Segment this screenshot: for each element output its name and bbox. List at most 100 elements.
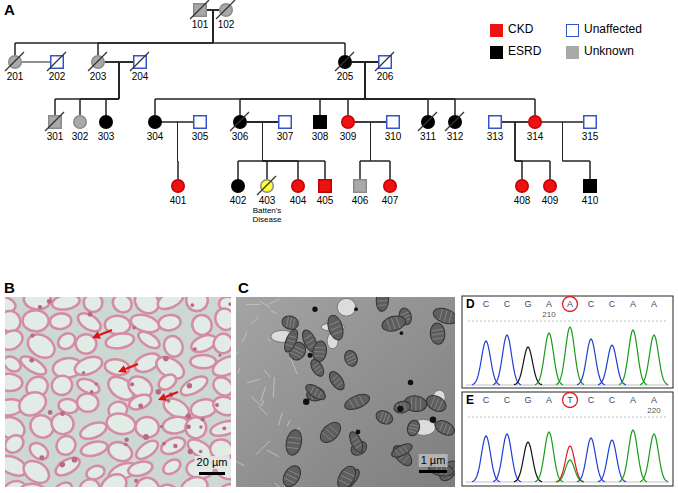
symbol-circle [9, 56, 22, 69]
pedigree-circle: 312 [448, 115, 462, 129]
mitochondrion-body [280, 463, 304, 487]
individual-id: 404 [290, 195, 307, 207]
individual-id: 102 [218, 19, 235, 31]
tubule [161, 333, 186, 360]
pedigree-line [55, 62, 119, 115]
crista [430, 396, 436, 406]
tubule [210, 373, 231, 399]
symbol-square [489, 116, 502, 129]
crista [329, 321, 340, 325]
pedigree-symbol [193, 3, 207, 17]
trace-peak [598, 345, 626, 385]
symbol-square [319, 180, 332, 193]
dense-granule [430, 416, 436, 422]
tubule [104, 357, 131, 376]
fibre [242, 332, 247, 342]
tubule [178, 474, 210, 487]
crista [287, 446, 299, 449]
trace-peak [514, 347, 542, 385]
mitochondrion-body [424, 392, 449, 415]
individual-id: 313 [487, 131, 504, 143]
mitochondrion-body [433, 418, 455, 439]
base-call: A [630, 395, 636, 405]
pedigree-line [247, 122, 325, 179]
pedigree-line [563, 122, 591, 179]
pedigree-symbol [8, 55, 22, 69]
pedigree-symbol [353, 179, 367, 193]
mitochondrion-body [374, 408, 395, 427]
crista [353, 441, 360, 445]
crista [333, 378, 340, 383]
pedigree-line [155, 62, 365, 115]
base-call: G [524, 299, 531, 309]
individual-id: 401 [170, 195, 187, 207]
pedigree-circle: 203 [91, 55, 105, 69]
panel-letter: A [4, 1, 15, 18]
tubule [18, 353, 49, 378]
tubule [19, 483, 46, 487]
nucleus [130, 382, 134, 386]
crista [351, 437, 358, 441]
pedigree-line [106, 62, 133, 115]
tubule [51, 297, 81, 312]
tubule [49, 410, 76, 436]
base-call: A [567, 299, 573, 309]
nucleus [124, 443, 128, 447]
crista [336, 382, 343, 387]
nucleus [39, 455, 44, 460]
pedigree-line [80, 62, 133, 115]
symbol-circle [422, 116, 435, 129]
base-call: A [651, 395, 657, 405]
mitochondrion [280, 314, 300, 331]
mitochondrion [280, 463, 304, 487]
pedigree-line [55, 62, 133, 115]
fibre [261, 387, 266, 402]
pedigree-line [240, 62, 365, 115]
pedigree-symbol [133, 55, 147, 69]
pedigree-line [80, 62, 119, 115]
tubule [5, 327, 26, 354]
nucleus [187, 383, 192, 388]
mitochondrion-body [342, 349, 359, 368]
crista [400, 312, 409, 315]
crista [408, 430, 417, 434]
pedigree-square: 410 [583, 179, 597, 193]
mitochondrion [342, 349, 359, 368]
crista [382, 413, 387, 422]
trace-peak [472, 436, 500, 482]
tubule [212, 305, 231, 333]
arrow-shaft [125, 364, 138, 369]
pedigree-line [247, 122, 298, 179]
individual-id: 203 [90, 71, 107, 83]
individual-id: 408 [514, 195, 531, 207]
tubule-texture [5, 297, 231, 487]
organelle-texture [236, 297, 455, 487]
crista [359, 396, 363, 405]
symbol-square [51, 56, 64, 69]
pedigree-circle: 404 [291, 179, 305, 193]
mitochondrion [284, 428, 304, 456]
pedigree-line [360, 122, 386, 179]
tubule [5, 432, 27, 457]
nucleus [173, 444, 177, 448]
pedigree-symbol [383, 179, 397, 193]
symbol-square [49, 116, 62, 129]
deceased-slash [335, 52, 354, 71]
pedigree-line [502, 122, 522, 179]
base-call: T [567, 395, 573, 405]
individual-id: 407 [382, 195, 399, 207]
tubule [127, 392, 153, 412]
pedigree-line [247, 122, 267, 179]
individual-id: 302 [72, 131, 89, 143]
crista [395, 449, 399, 456]
base-call: C [588, 395, 595, 405]
mitochondrion-body [334, 463, 359, 487]
base-call: C [504, 299, 511, 309]
tubule [211, 331, 231, 355]
pedigree-symbol [421, 115, 435, 129]
symbol-circle [516, 180, 529, 193]
pedigree-circle: 303 [99, 115, 113, 129]
trace-baseline [466, 385, 669, 386]
deceased-slash [257, 176, 276, 195]
scale-bar [199, 472, 225, 475]
